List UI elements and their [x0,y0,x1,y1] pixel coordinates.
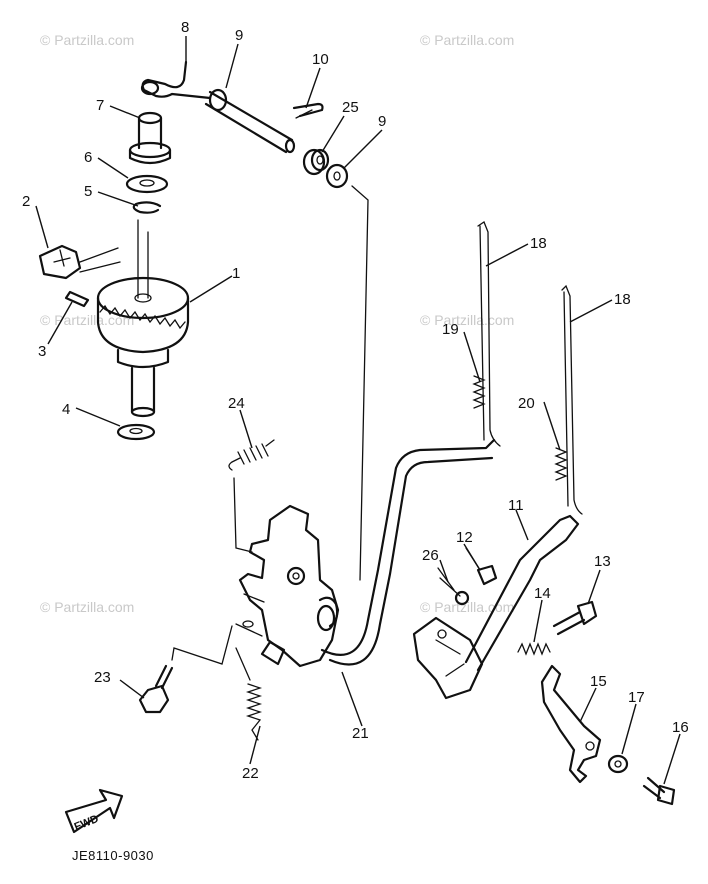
part-19-spring [472,375,486,409]
part-9-washer [325,163,349,189]
leader-10 [305,67,321,109]
part-17-washer [607,754,629,774]
part-8-shaft-lever [140,60,212,100]
leader-3 [47,301,73,345]
callout-21: 21 [352,725,369,742]
leader-21 [341,671,363,727]
callout-14: 14 [534,585,551,602]
callout-17: 17 [628,689,645,706]
leader-11 [515,509,529,541]
callout-10: 10 [312,51,329,68]
part-18-rod-right [561,284,583,515]
leader-7 [109,105,141,119]
leader-25 [321,115,345,153]
part-3-pin [64,290,90,308]
part-4-washer [116,423,156,441]
leader-22 [249,725,261,765]
leader-24-to-bracket [233,477,253,553]
callout-11: 11 [508,497,524,514]
callout-9-top: 9 [235,27,243,44]
part-13-bolt [552,600,598,636]
watermark-2: © Partzilla.com [420,32,514,48]
callout-8: 8 [181,19,189,36]
callout-2: 2 [22,193,30,210]
callout-23: 23 [94,669,111,686]
callout-20: 20 [518,395,535,412]
part-9-shaft [204,88,296,154]
leader-16 [663,733,681,785]
part-21-linkage-rod [320,438,496,666]
leader-4 [75,407,121,427]
callout-12: 12 [456,529,473,546]
leader-lines [35,36,681,785]
leader-9a [225,43,239,89]
watermark-1: © Partzilla.com [40,32,134,48]
leader-12 [463,543,481,571]
callout-labels: 8 9 10 25 9 7 6 5 2 1 3 4 24 18 18 19 20… [22,19,689,782]
callout-18-right: 18 [614,291,631,308]
leader-20 [543,401,561,451]
part-20-spring [554,447,568,481]
leader-23 [119,679,145,699]
callout-13: 13 [594,553,611,570]
callout-19: 19 [442,321,459,338]
watermarks: © Partzilla.com © Partzilla.com © Partzi… [40,32,514,615]
callout-3: 3 [38,343,46,360]
callout-6: 6 [84,149,92,166]
leader-5 [97,191,139,207]
fwd-arrow: FWD [64,788,124,834]
part-15-bracket [540,664,602,784]
callout-24: 24 [228,395,245,412]
part-6-washer [125,174,169,194]
part-24-spring [228,439,275,471]
leader-2 [35,205,49,249]
part-10-clip [292,102,324,119]
fwd-label: FWD [73,813,101,834]
callout-18-left: 18 [530,235,547,252]
leader-24 [239,409,253,449]
leader-19 [463,331,481,383]
callout-25: 25 [342,99,359,116]
callout-1: 1 [232,265,240,282]
watermark-5: © Partzilla.com [40,599,134,615]
part-2-weight [38,244,121,280]
part-22-spring [235,647,263,741]
callout-22: 22 [242,765,259,782]
watermark-4: © Partzilla.com [420,312,514,328]
part-16-screw [642,776,676,806]
part-18-rod-left [477,221,501,447]
leader-26 [439,559,449,583]
callout-15: 15 [590,673,607,690]
leader-18b [569,299,613,323]
callout-7: 7 [96,97,104,114]
part-11-control-lever [464,514,580,672]
leader-15 [579,687,597,723]
part-14-spring [517,642,551,656]
leader-17 [621,703,637,755]
watermark-6: © Partzilla.com [420,599,514,615]
leader-1 [189,275,233,303]
leader-14 [533,599,543,643]
leader-18a [485,243,529,267]
leader-6 [97,157,129,179]
part-1-governor-gear [96,219,190,418]
callout-9-washer: 9 [378,113,386,130]
part-7-pin [128,111,172,165]
diagram-code: JE8110-9030 [72,848,154,863]
governor-lever-bracket [235,504,340,668]
leader-9-to-rod [351,185,369,581]
callout-5: 5 [84,183,92,200]
callout-16: 16 [672,719,689,736]
leader-9b [343,129,383,169]
part-5-circlip [132,201,162,214]
control-plate [412,616,484,700]
part-25-bushing [302,148,330,176]
callout-26: 26 [422,547,439,564]
leader-13 [587,569,601,605]
part-26-bolts [437,567,470,606]
part-23-bolt [138,625,233,714]
callout-4: 4 [62,401,70,418]
